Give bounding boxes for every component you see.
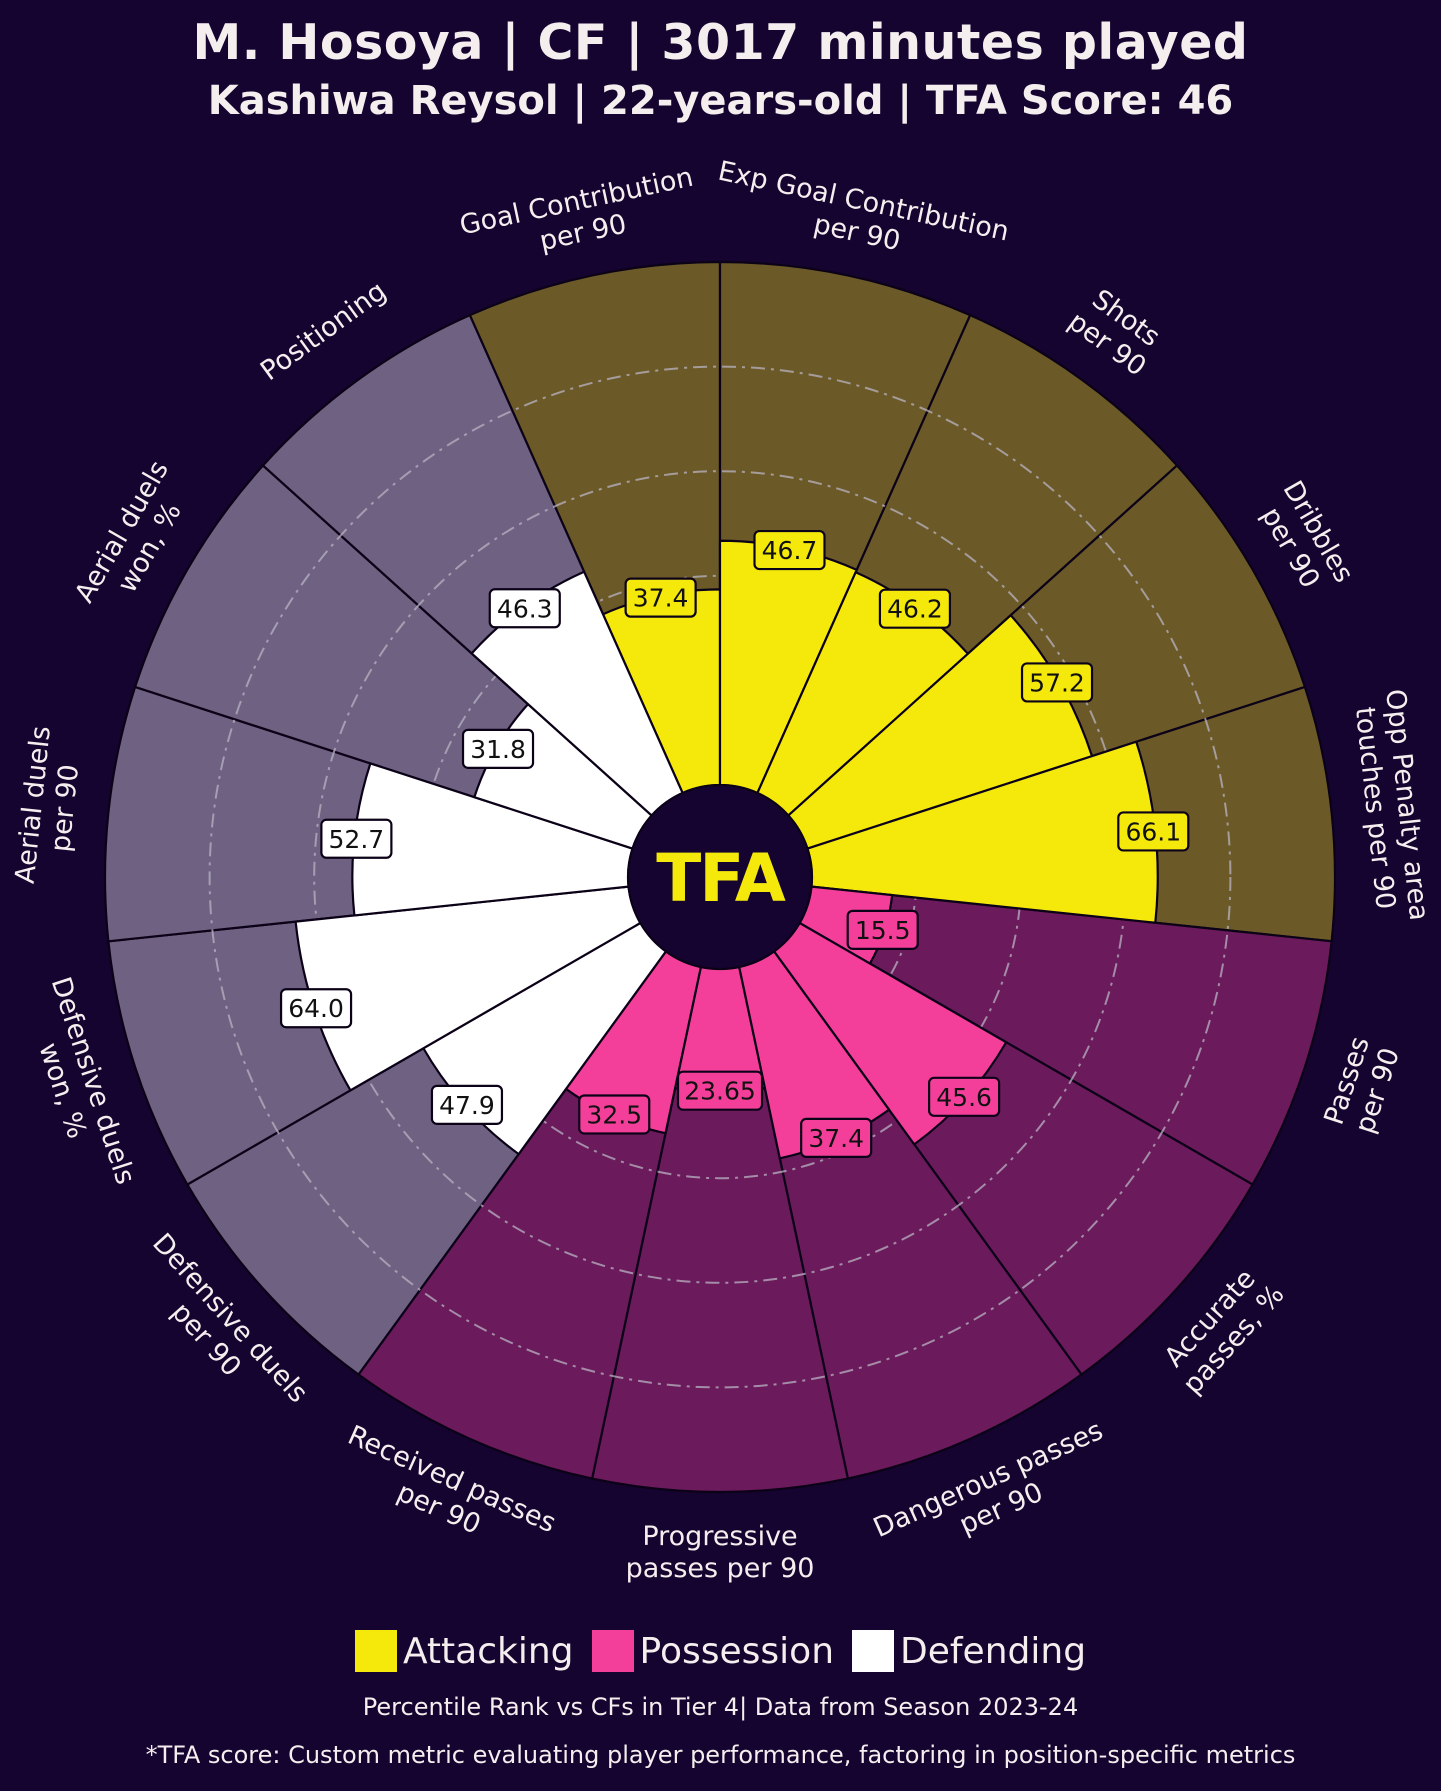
value-label: 46.7 (753, 529, 826, 571)
legend-swatch-possession (591, 1630, 634, 1672)
chart-title: M. Hosoya | CF | 3017 minutes played (192, 14, 1249, 71)
category-label: Shotsper 90 (1062, 280, 1170, 383)
value-label: 47.9 (430, 1084, 504, 1125)
value-label: 57.2 (1020, 662, 1094, 703)
grid-ring (208, 365, 1232, 1389)
legend-swatch-defending (852, 1630, 895, 1672)
value-label-text: 15.5 (855, 916, 911, 945)
value-label-text: 57.2 (1029, 668, 1085, 697)
legend-label-attacking: Attacking (402, 1630, 574, 1672)
value-label-text: 37.4 (808, 1124, 864, 1153)
value-label-text: 23.65 (684, 1077, 756, 1106)
value-label: 32.5 (578, 1094, 651, 1135)
chart-subtitle: Kashiwa Reysol | 22-years-old | TFA Scor… (207, 78, 1234, 124)
value-label: 31.8 (461, 728, 535, 769)
value-label-text: 46.7 (762, 536, 818, 565)
tfa-logo: TFA (656, 840, 786, 917)
value-label-box (676, 1070, 764, 1111)
value-label-text: 46.2 (887, 595, 943, 624)
value-label: 37.4 (624, 577, 697, 618)
legend-item-attacking: Attacking (354, 1630, 574, 1672)
value-label-box (320, 818, 393, 859)
value-label: 15.5 (846, 909, 919, 950)
value-label: 45.6 (928, 1076, 1001, 1117)
value-label-box (624, 577, 697, 618)
value-label-box (878, 588, 952, 629)
value-label-box (753, 529, 826, 571)
value-label-text: 31.8 (470, 735, 526, 764)
category-label: Aerial duelsper 90 (10, 724, 89, 888)
legend-swatch-attacking (354, 1630, 397, 1672)
value-label-text: 46.3 (497, 594, 553, 623)
category-label: Dribblesper 90 (1249, 476, 1359, 604)
value-label: 23.65 (676, 1070, 764, 1111)
value-label-box (928, 1076, 1001, 1117)
value-label: 64.0 (279, 988, 353, 1029)
value-label-box (578, 1094, 651, 1135)
category-label-line: passes per 90 (626, 1553, 815, 1584)
value-label-box (1117, 811, 1190, 852)
value-label: 46.2 (878, 588, 952, 629)
center-badge (627, 784, 813, 970)
legend: Attacking Possession Defending (0, 1630, 1441, 1672)
legend-item-possession: Possession (591, 1630, 835, 1672)
value-label-text: 37.4 (633, 584, 689, 613)
value-label: 37.4 (800, 1117, 873, 1159)
category-label: Goal Contributionper 90 (457, 162, 703, 273)
value-label-box (1020, 662, 1094, 703)
value-label-box (488, 588, 561, 629)
value-label-box (846, 909, 919, 950)
value-label: 46.3 (488, 588, 561, 629)
value-label-text: 66.1 (1125, 817, 1181, 846)
category-label: Passesper 90 (1319, 1033, 1407, 1138)
legend-label-defending: Defending (900, 1630, 1087, 1672)
value-label-text: 45.6 (936, 1083, 992, 1112)
value-label-box (800, 1117, 873, 1159)
footnote-tfa-score: *TFA score: Custom metric evaluating pla… (145, 1741, 1296, 1769)
category-label-line: Progressive (642, 1521, 797, 1552)
value-label-text: 52.7 (329, 825, 385, 854)
category-label: Exp Goal Contributionper 90 (709, 156, 1012, 279)
value-label-text: 47.9 (439, 1091, 495, 1120)
value-label-text: 64.0 (288, 994, 344, 1023)
value-label-box (461, 728, 535, 769)
legend-item-defending: Defending (852, 1630, 1086, 1672)
category-label: Opp Penalty areatouches per 90 (1347, 688, 1434, 926)
legend-label-possession: Possession (639, 1630, 835, 1672)
footnote-percentile: Percentile Rank vs CFs in Tier 4| Data f… (362, 1693, 1079, 1721)
value-label-box (430, 1084, 504, 1125)
value-label-text: 32.5 (586, 1100, 642, 1129)
value-label-box (279, 988, 353, 1029)
value-label: 52.7 (320, 818, 393, 859)
value-label: 66.1 (1117, 811, 1190, 852)
